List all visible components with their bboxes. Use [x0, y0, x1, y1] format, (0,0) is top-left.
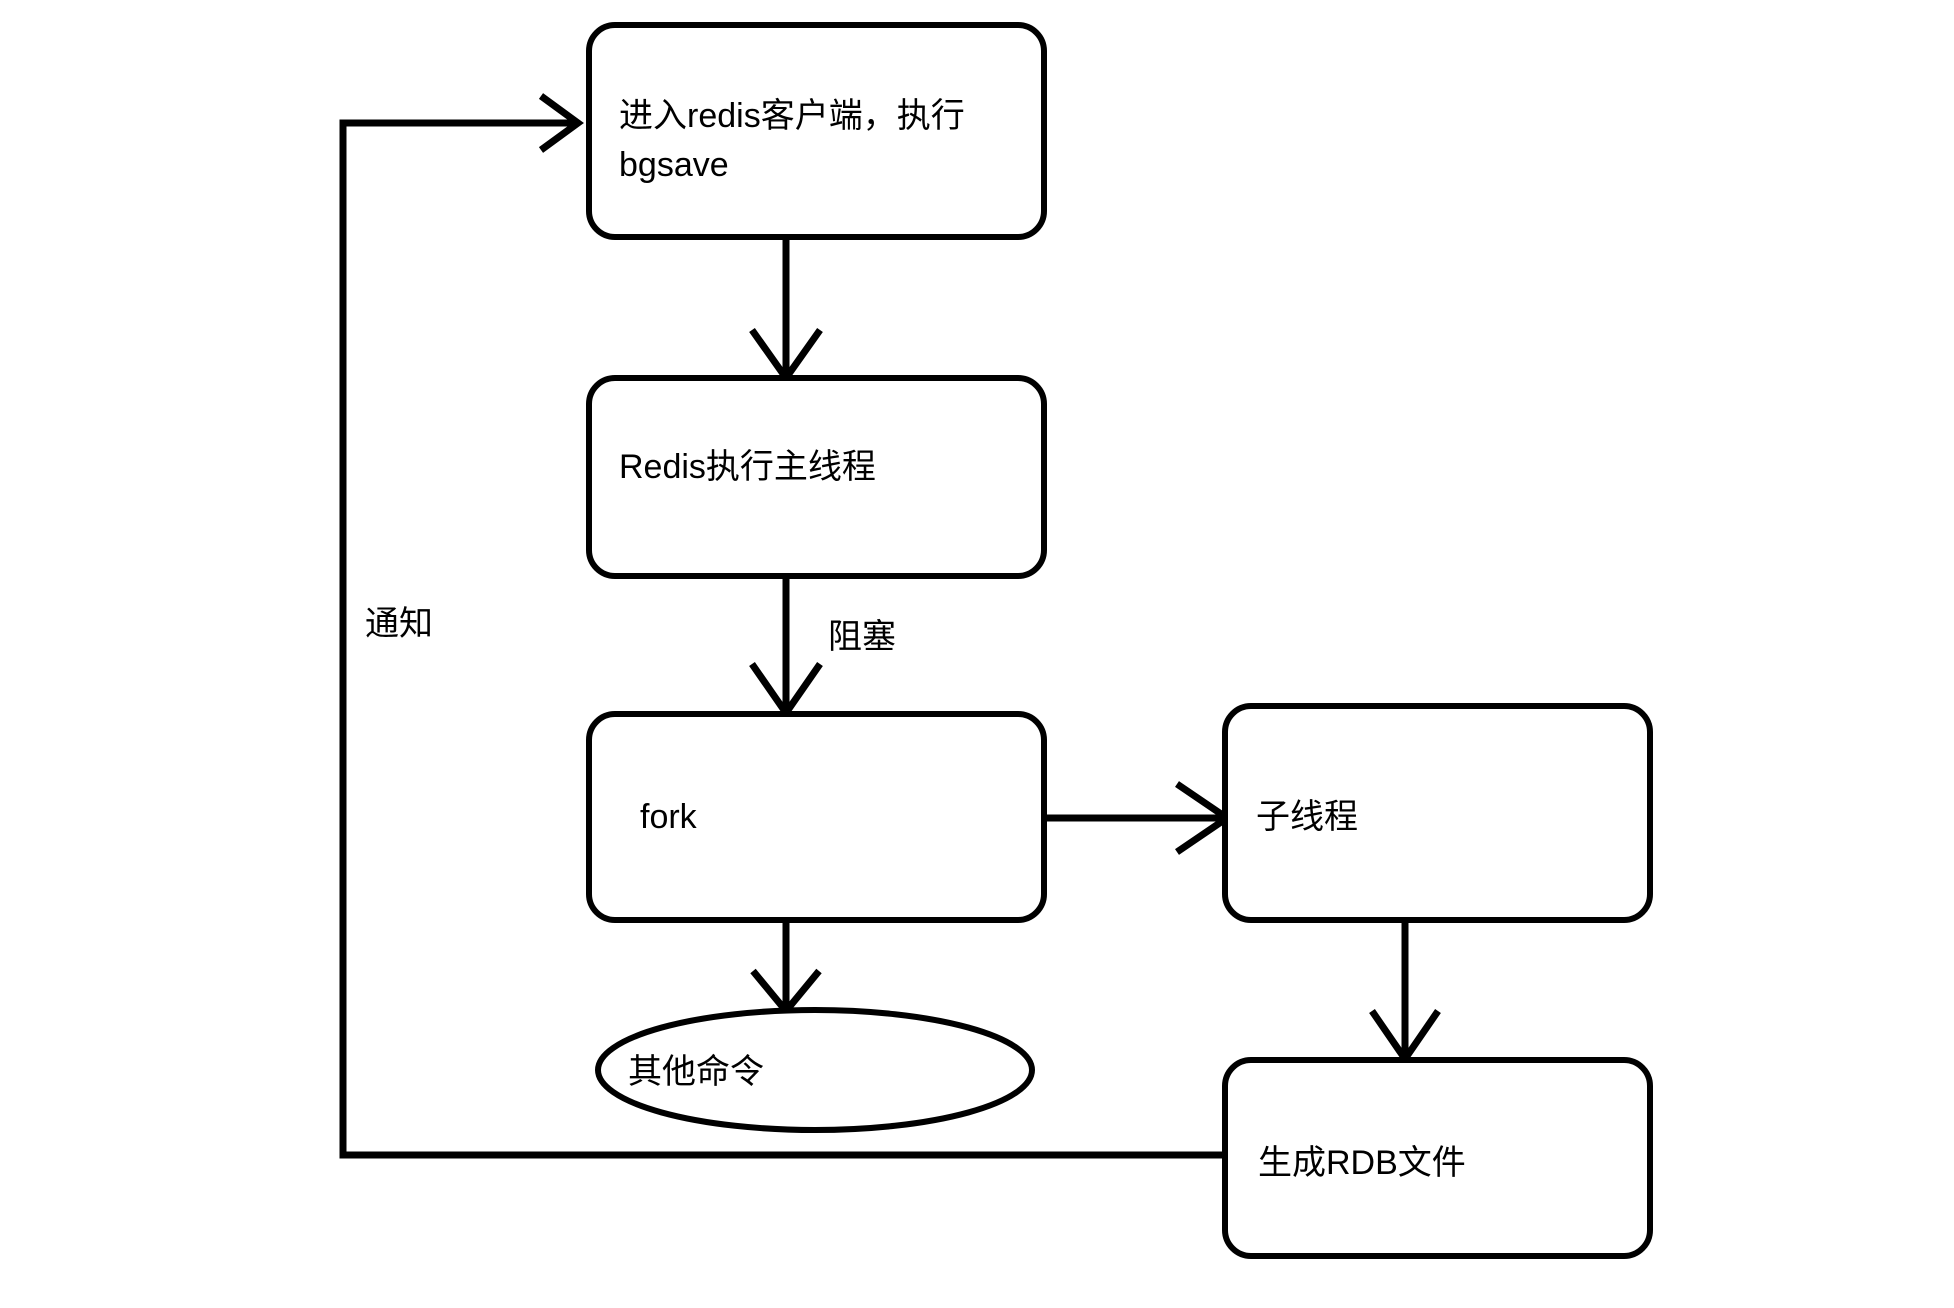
edge-main-to-fork	[749, 575, 823, 720]
edge-fork-to-other	[750, 920, 822, 1017]
node-redis-main-thread[interactable]	[586, 375, 1047, 579]
edge-rdb-to-client-line	[339, 119, 1225, 1159]
node-generate-rdb-file[interactable]	[1222, 1057, 1653, 1259]
edge-child-to-rdb	[1369, 920, 1441, 1066]
node-fork[interactable]	[586, 711, 1047, 923]
edge-label-block: 阻塞	[828, 618, 896, 656]
node-child-thread[interactable]	[1222, 703, 1653, 923]
node-other-commands[interactable]	[595, 1007, 1035, 1133]
edge-rdb-to-client	[339, 93, 1225, 1159]
edge-client-to-main	[749, 235, 823, 385]
edge-label-notify: 通知	[365, 605, 433, 643]
edge-fork-to-child	[1044, 781, 1234, 855]
edge-rdb-to-client-arrowhead	[538, 93, 584, 153]
node-enter-redis-client[interactable]	[586, 22, 1047, 240]
